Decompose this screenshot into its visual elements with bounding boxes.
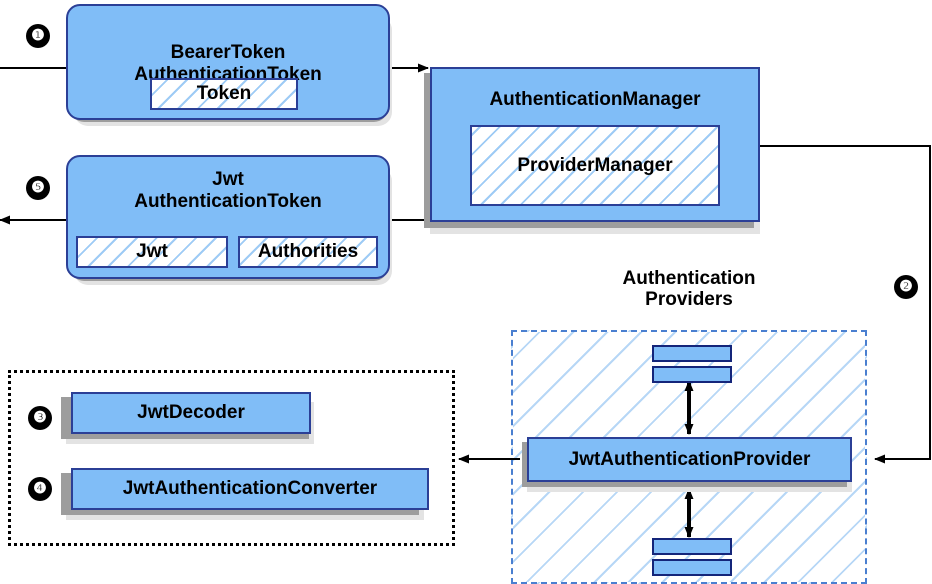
step-badge-4: ❹: [28, 477, 52, 501]
authentication-providers-caption-line1: Authentication: [622, 268, 756, 289]
inner-box-jwt: Jwt: [76, 236, 228, 268]
provider-stack-bar-lower-1: [652, 538, 732, 555]
step-badge-5: ❺: [26, 176, 50, 200]
inner-box-provider-manager: ProviderManager: [470, 125, 720, 206]
jwt-token-title-line1: Jwt: [212, 169, 244, 190]
provider-stack-bar-upper-1: [652, 345, 732, 362]
step-badge-3: ❸: [28, 406, 52, 430]
node-jwt-decoder[interactable]: JwtDecoder: [71, 392, 311, 434]
jwt-authentication-provider-title: JwtAuthenticationProvider: [568, 448, 811, 470]
inner-box-token: Token: [150, 78, 298, 110]
jwt-decoder-title: JwtDecoder: [137, 402, 245, 423]
step-badge-2: ❷: [894, 275, 918, 299]
authentication-providers-caption-line2: Providers: [645, 289, 733, 311]
node-jwt-authentication-provider[interactable]: JwtAuthenticationProvider: [527, 437, 852, 482]
authentication-manager-title: AuthenticationManager: [489, 89, 701, 110]
provider-stack-bar-upper-2: [652, 366, 732, 383]
node-jwt-authentication-converter[interactable]: JwtAuthenticationConverter: [71, 468, 429, 510]
jwt-authentication-converter-title: JwtAuthenticationConverter: [122, 478, 378, 499]
inner-box-authorities: Authorities: [238, 236, 378, 268]
bearer-token-title-line1: BearerToken: [170, 42, 286, 63]
jwt-token-title-line2: AuthenticationToken: [134, 191, 322, 212]
provider-stack-bar-lower-2: [652, 559, 732, 576]
step-badge-1: ❶: [26, 24, 50, 48]
authentication-providers-caption: Authentication Providers: [577, 268, 801, 311]
